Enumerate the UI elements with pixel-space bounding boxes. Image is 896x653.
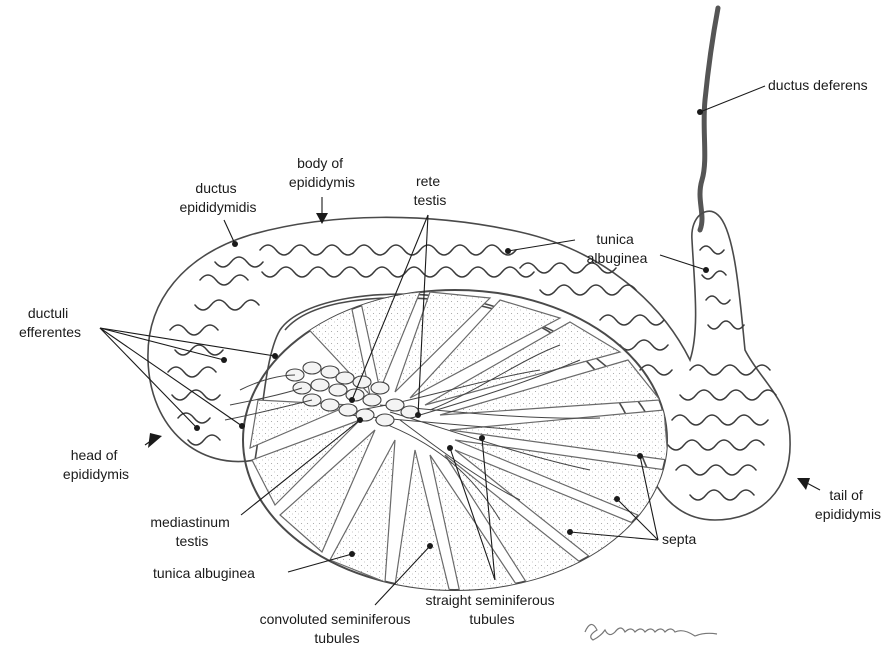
- ductus-deferens-tube: [700, 8, 718, 230]
- label-septa: septa: [662, 531, 696, 547]
- artist-signature: [585, 624, 717, 640]
- label-ductus-deferens: ductus deferens: [768, 77, 868, 93]
- testis-lobules: [250, 292, 668, 593]
- label-ductuli-efferentes: ductuli efferentes: [19, 305, 81, 340]
- label-ductus-epididymidis: ductus epididymidis: [179, 180, 256, 215]
- label-rete-testis: rete testis: [414, 173, 447, 208]
- label-body-of-epididymis: body of epididymis: [289, 155, 355, 190]
- label-tunica-albuginea-bottom: tunica albuginea: [153, 565, 255, 581]
- label-tunica-albuginea-top: tunica albuginea: [587, 231, 648, 266]
- label-tail-of-epididymis: tail of epididymis: [815, 487, 881, 522]
- label-convoluted-seminiferous-tubules: convoluted seminiferous tubules: [260, 611, 415, 646]
- label-mediastinum-testis: mediastinum testis: [150, 514, 233, 549]
- label-straight-seminiferous-tubules: straight seminiferous tubules: [425, 592, 558, 627]
- label-head-of-epididymis: head of epididymis: [63, 447, 129, 482]
